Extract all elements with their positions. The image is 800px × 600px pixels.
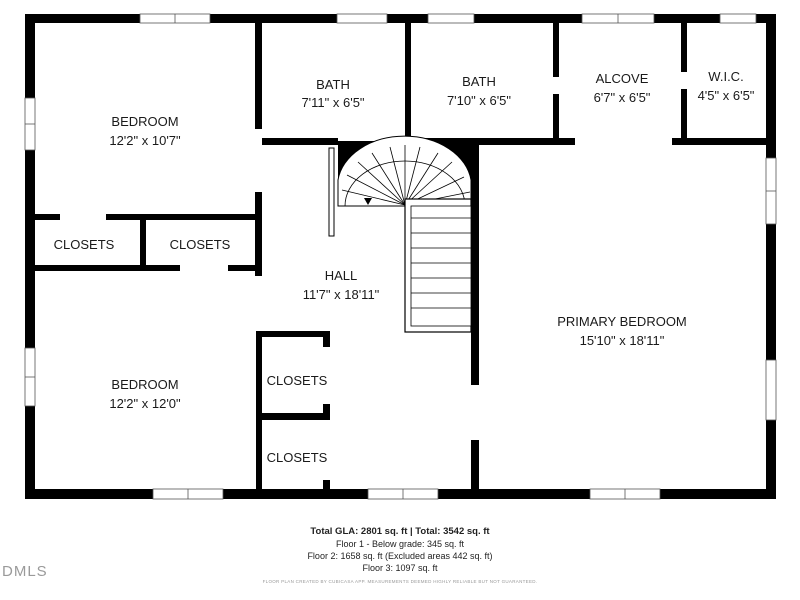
room-name: W.I.C. — [708, 69, 743, 84]
room-primary-bedroom: PRIMARY BEDROOM 15'10" x 18'11" — [557, 314, 687, 348]
room-name: BEDROOM — [111, 377, 178, 392]
room-name: BATH — [316, 77, 350, 92]
room-name: CLOSETS — [170, 237, 231, 252]
room-closets-1: CLOSETS — [54, 237, 115, 252]
room-bedroom-2: BEDROOM 12'2" x 12'0" — [109, 377, 181, 411]
footer-totals: Total GLA: 2801 sq. ft | Total: 3542 sq.… — [310, 526, 490, 537]
staircase — [328, 135, 472, 333]
room-dims: 15'10" x 18'11" — [580, 333, 665, 348]
room-dims: 6'7" x 6'5" — [594, 90, 651, 105]
footer-disclaimer: FLOOR PLAN CREATED BY CUBICASA APP. MEAS… — [262, 579, 538, 584]
room-closets-4: CLOSETS — [267, 450, 328, 465]
room-dims: 4'5" x 6'5" — [698, 88, 755, 103]
room-name: CLOSETS — [54, 237, 115, 252]
room-bath-2: BATH 7'10" x 6'5" — [447, 74, 511, 108]
room-dims: 7'11" x 6'5" — [301, 95, 364, 110]
room-dims: 11'7" x 18'11" — [303, 287, 380, 302]
room-name: CLOSETS — [267, 450, 328, 465]
room-dims: 12'2" x 10'7" — [109, 133, 181, 148]
room-name: CLOSETS — [267, 373, 328, 388]
room-dims: 7'10" x 6'5" — [447, 93, 511, 108]
room-hall: HALL 11'7" x 18'11" — [303, 268, 380, 302]
exterior-walls — [25, 14, 776, 499]
room-dims: 12'2" x 12'0" — [109, 396, 181, 411]
room-name: HALL — [325, 268, 358, 283]
footer-floor2: Floor 2: 1658 sq. ft (Excluded areas 442… — [307, 551, 493, 561]
room-bedroom-1: BEDROOM 12'2" x 10'7" — [109, 114, 181, 148]
interior-walls — [35, 23, 766, 489]
room-closets-2: CLOSETS — [170, 237, 231, 252]
room-name: PRIMARY BEDROOM — [557, 314, 687, 329]
windows — [24, 13, 777, 500]
footer-floor1: Floor 1 - Below grade: 345 sq. ft — [335, 539, 465, 549]
room-closets-3: CLOSETS — [267, 373, 328, 388]
dmls-logo: DMLS — [2, 563, 48, 580]
room-name: ALCOVE — [596, 71, 649, 86]
room-wic: W.I.C. 4'5" x 6'5" — [698, 69, 755, 103]
room-bath-1: BATH 7'11" x 6'5" — [301, 77, 364, 110]
room-name: BEDROOM — [111, 114, 178, 129]
window-mullions — [25, 14, 776, 499]
room-alcove: ALCOVE 6'7" x 6'5" — [594, 71, 651, 105]
room-name: BATH — [462, 74, 496, 89]
footer-floor3: Floor 3: 1097 sq. ft — [362, 563, 438, 573]
